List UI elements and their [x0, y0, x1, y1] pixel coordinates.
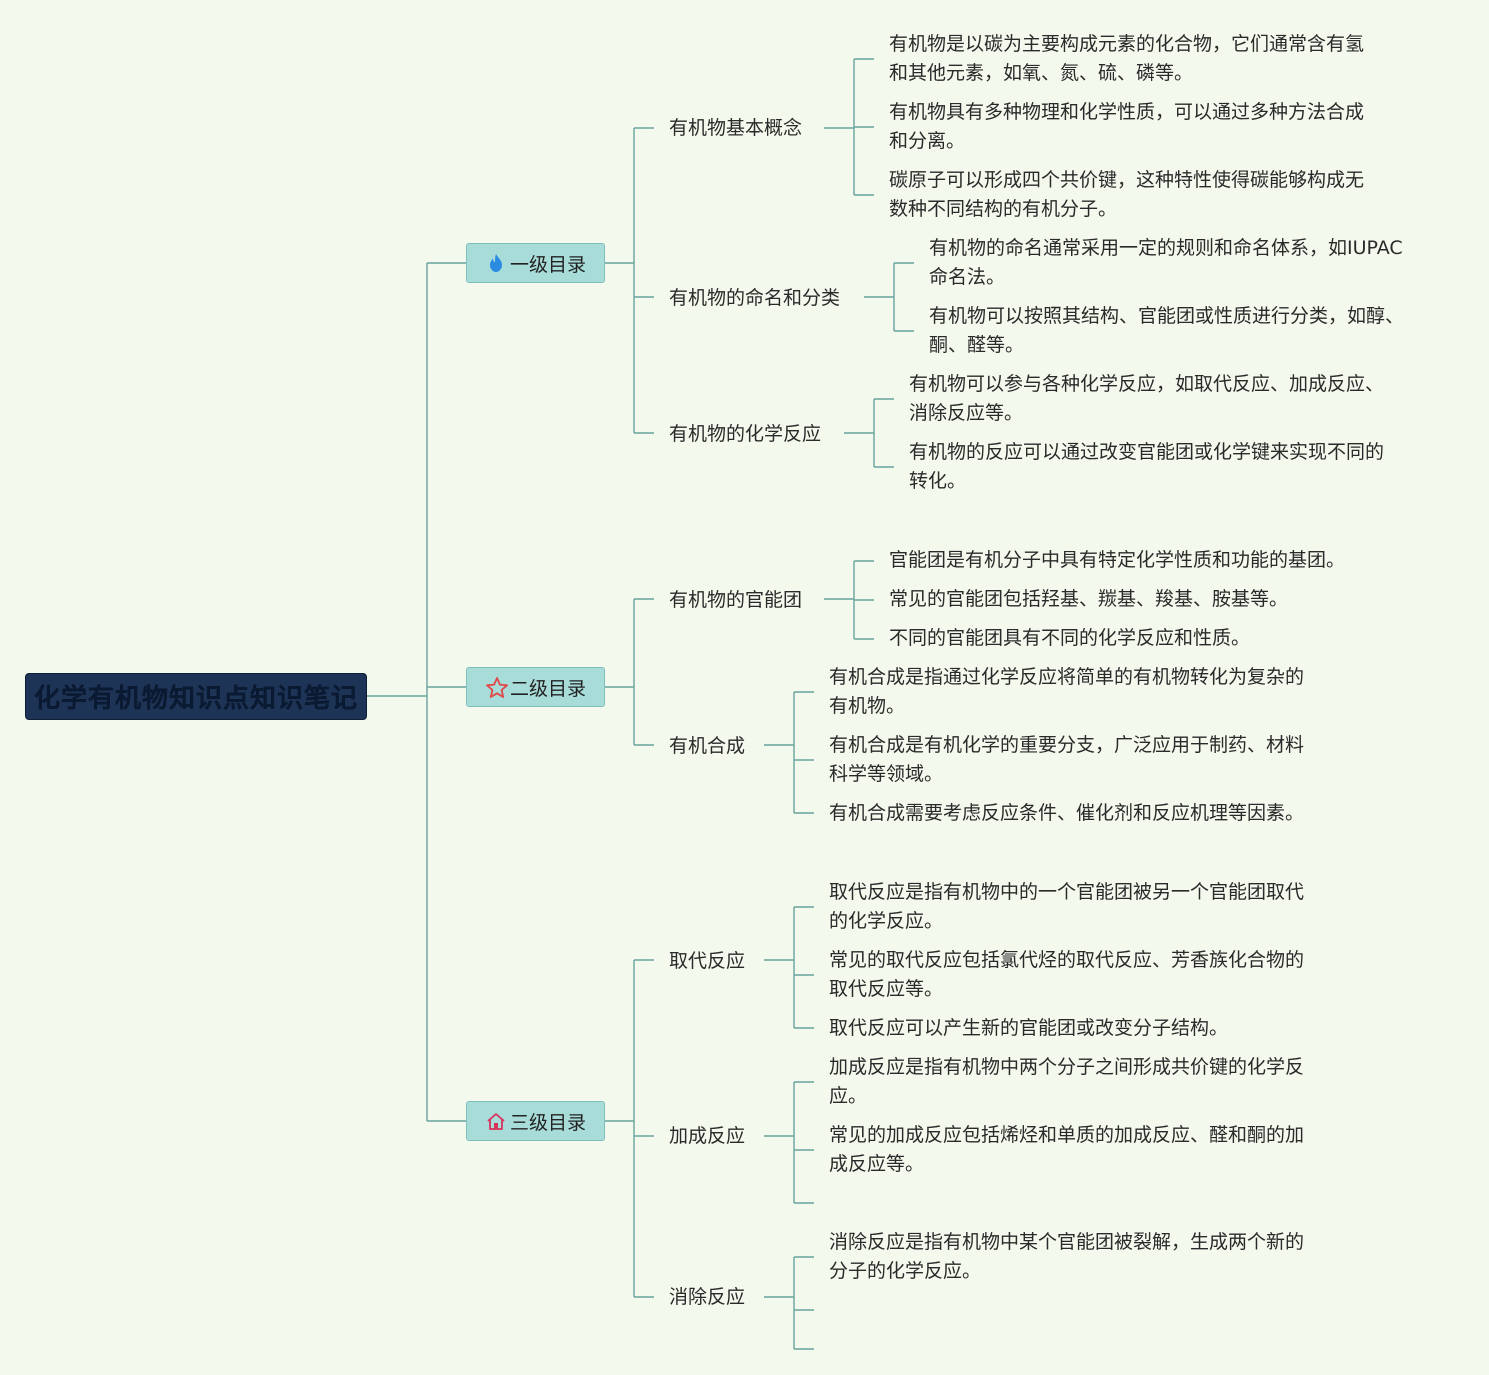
- home-icon: [485, 1110, 507, 1132]
- section-node-2[interactable]: 二级目录: [466, 667, 605, 707]
- leaf-line: 有机合成是有机化学的重要分支，广泛应用于制药、材料: [829, 734, 1305, 756]
- leaf-note[interactable]: 消除反应是指有机物中某个官能团被裂解，生成两个新的 分子的化学反应。: [829, 1228, 1304, 1286]
- leaf-note[interactable]: 有机物可以按照其结构、官能团或性质进行分类，如醇、 酮、醛等。: [929, 302, 1404, 360]
- leaf-note[interactable]: 有机物的反应可以通过改变官能团或化学键来实现不同的 转化。: [909, 438, 1384, 496]
- leaf-line: 数种不同结构的有机分子。: [889, 198, 1118, 220]
- topic-node[interactable]: 有机物基本概念: [669, 117, 803, 139]
- section-label: 二级目录: [509, 677, 586, 700]
- leaf-note[interactable]: 有机合成需要考虑反应条件、催化剂和反应机理等因素。: [829, 799, 1304, 828]
- leaf-line: 有机合成是指通过化学反应将简单的有机物转化为复杂的: [829, 666, 1305, 688]
- topic-node[interactable]: 有机物的命名和分类: [669, 287, 841, 309]
- leaf-line: 应。: [829, 1085, 868, 1107]
- section-label: 三级目录: [509, 1111, 586, 1134]
- leaf-line: 有机物可以按照其结构、官能团或性质进行分类，如醇、: [929, 305, 1405, 327]
- leaf-note[interactable]: 官能团是有机分子中具有特定化学性质和功能的基团。: [889, 546, 1345, 575]
- leaf-line: 有机物的反应可以通过改变官能团或化学键来实现不同的: [909, 441, 1385, 463]
- leaf-note[interactable]: 有机物的命名通常采用一定的规则和命名体系，如IUPAC 命名法。: [929, 234, 1403, 292]
- leaf-line: 有机物可以参与各种化学反应，如取代反应、加成反应、: [909, 373, 1385, 395]
- leaf-line: 分子的化学反应。: [829, 1260, 982, 1282]
- topic-node[interactable]: 有机合成: [669, 735, 746, 757]
- leaf-note[interactable]: 不同的官能团具有不同的化学反应和性质。: [889, 624, 1250, 653]
- leaf-line: 有机物。: [829, 695, 906, 717]
- leaf-line: 有机合成需要考虑反应条件、催化剂和反应机理等因素。: [829, 802, 1305, 824]
- leaf-line: 的化学反应。: [829, 910, 944, 932]
- leaf-note[interactable]: 取代反应可以产生新的官能团或改变分子结构。: [829, 1014, 1228, 1043]
- leaf-note[interactable]: 常见的加成反应包括烯烃和单质的加成反应、醛和酮的加 成反应等。: [829, 1121, 1304, 1179]
- section-node-3[interactable]: 三级目录: [466, 1101, 605, 1141]
- section-label: 一级目录: [509, 253, 586, 276]
- leaf-line: 和其他元素，如氧、氮、硫、磷等。: [889, 62, 1194, 84]
- leaf-note[interactable]: 有机合成是指通过化学反应将简单的有机物转化为复杂的 有机物。: [829, 663, 1304, 721]
- leaf-line: 有机物的命名通常采用一定的规则和命名体系，如IUPAC: [929, 237, 1403, 259]
- leaf-note[interactable]: 取代反应是指有机物中的一个官能团被另一个官能团取代 的化学反应。: [829, 878, 1304, 936]
- leaf-line: 官能团是有机分子中具有特定化学性质和功能的基团。: [889, 549, 1346, 571]
- root-title: 化学有机物知识点知识笔记: [33, 684, 358, 714]
- leaf-line: 常见的加成反应包括烯烃和单质的加成反应、醛和酮的加: [829, 1124, 1305, 1146]
- topic-node[interactable]: 有机物的官能团: [669, 589, 803, 611]
- topic-node[interactable]: 有机物的化学反应: [669, 423, 822, 445]
- leaf-note[interactable]: 有机物是以碳为主要构成元素的化合物，它们通常含有氢 和其他元素，如氧、氮、硫、磷…: [889, 30, 1364, 88]
- leaf-line: 取代反应等。: [829, 978, 944, 1000]
- leaf-line: 消除反应是指有机物中某个官能团被裂解，生成两个新的: [829, 1231, 1305, 1253]
- leaf-line: 命名法。: [929, 266, 1006, 288]
- leaf-line: 常见的官能团包括羟基、羰基、羧基、胺基等。: [889, 588, 1289, 610]
- topic-node[interactable]: 消除反应: [669, 1286, 746, 1308]
- leaf-line: 碳原子可以形成四个共价键，这种特性使得碳能够构成无: [889, 169, 1365, 191]
- leaf-line: 消除反应等。: [909, 402, 1024, 424]
- leaf-line: 常见的取代反应包括氯代烃的取代反应、芳香族化合物的: [829, 949, 1305, 971]
- leaf-note[interactable]: 有机物可以参与各种化学反应，如取代反应、加成反应、 消除反应等。: [909, 370, 1384, 428]
- topic-node[interactable]: 加成反应: [669, 1125, 746, 1147]
- leaf-note[interactable]: 常见的官能团包括羟基、羰基、羧基、胺基等。: [889, 585, 1288, 614]
- section-node-1[interactable]: 一级目录: [466, 243, 605, 283]
- star-icon: [485, 676, 508, 698]
- leaf-note[interactable]: 常见的取代反应包括氯代烃的取代反应、芳香族化合物的 取代反应等。: [829, 946, 1304, 1004]
- leaf-line: 有机物具有多种物理和化学性质，可以通过多种方法合成: [889, 101, 1365, 123]
- leaf-line: 取代反应是指有机物中的一个官能团被另一个官能团取代: [829, 881, 1305, 903]
- leaf-line: 不同的官能团具有不同的化学反应和性质。: [889, 627, 1251, 649]
- leaf-line: 取代反应可以产生新的官能团或改变分子结构。: [829, 1017, 1229, 1039]
- leaf-note[interactable]: 有机物具有多种物理和化学性质，可以通过多种方法合成 和分离。: [889, 98, 1364, 156]
- leaf-line: 科学等领域。: [829, 763, 944, 785]
- leaf-note[interactable]: 碳原子可以形成四个共价键，这种特性使得碳能够构成无 数种不同结构的有机分子。: [889, 166, 1364, 224]
- topic-node[interactable]: 取代反应: [669, 950, 746, 972]
- leaf-note[interactable]: 加成反应是指有机物中两个分子之间形成共价键的化学反 应。: [829, 1053, 1304, 1111]
- leaf-line: 成反应等。: [829, 1153, 925, 1175]
- leaf-line: 加成反应是指有机物中两个分子之间形成共价键的化学反: [829, 1056, 1305, 1078]
- fire-icon: [485, 252, 507, 274]
- root-node[interactable]: 化学有机物知识点知识笔记: [25, 673, 367, 720]
- leaf-line: 和分离。: [889, 130, 966, 152]
- leaf-line: 酮、醛等。: [929, 334, 1025, 356]
- leaf-line: 有机物是以碳为主要构成元素的化合物，它们通常含有氢: [889, 33, 1365, 55]
- leaf-note[interactable]: 有机合成是有机化学的重要分支，广泛应用于制药、材料 科学等领域。: [829, 731, 1304, 789]
- leaf-line: 转化。: [909, 470, 967, 492]
